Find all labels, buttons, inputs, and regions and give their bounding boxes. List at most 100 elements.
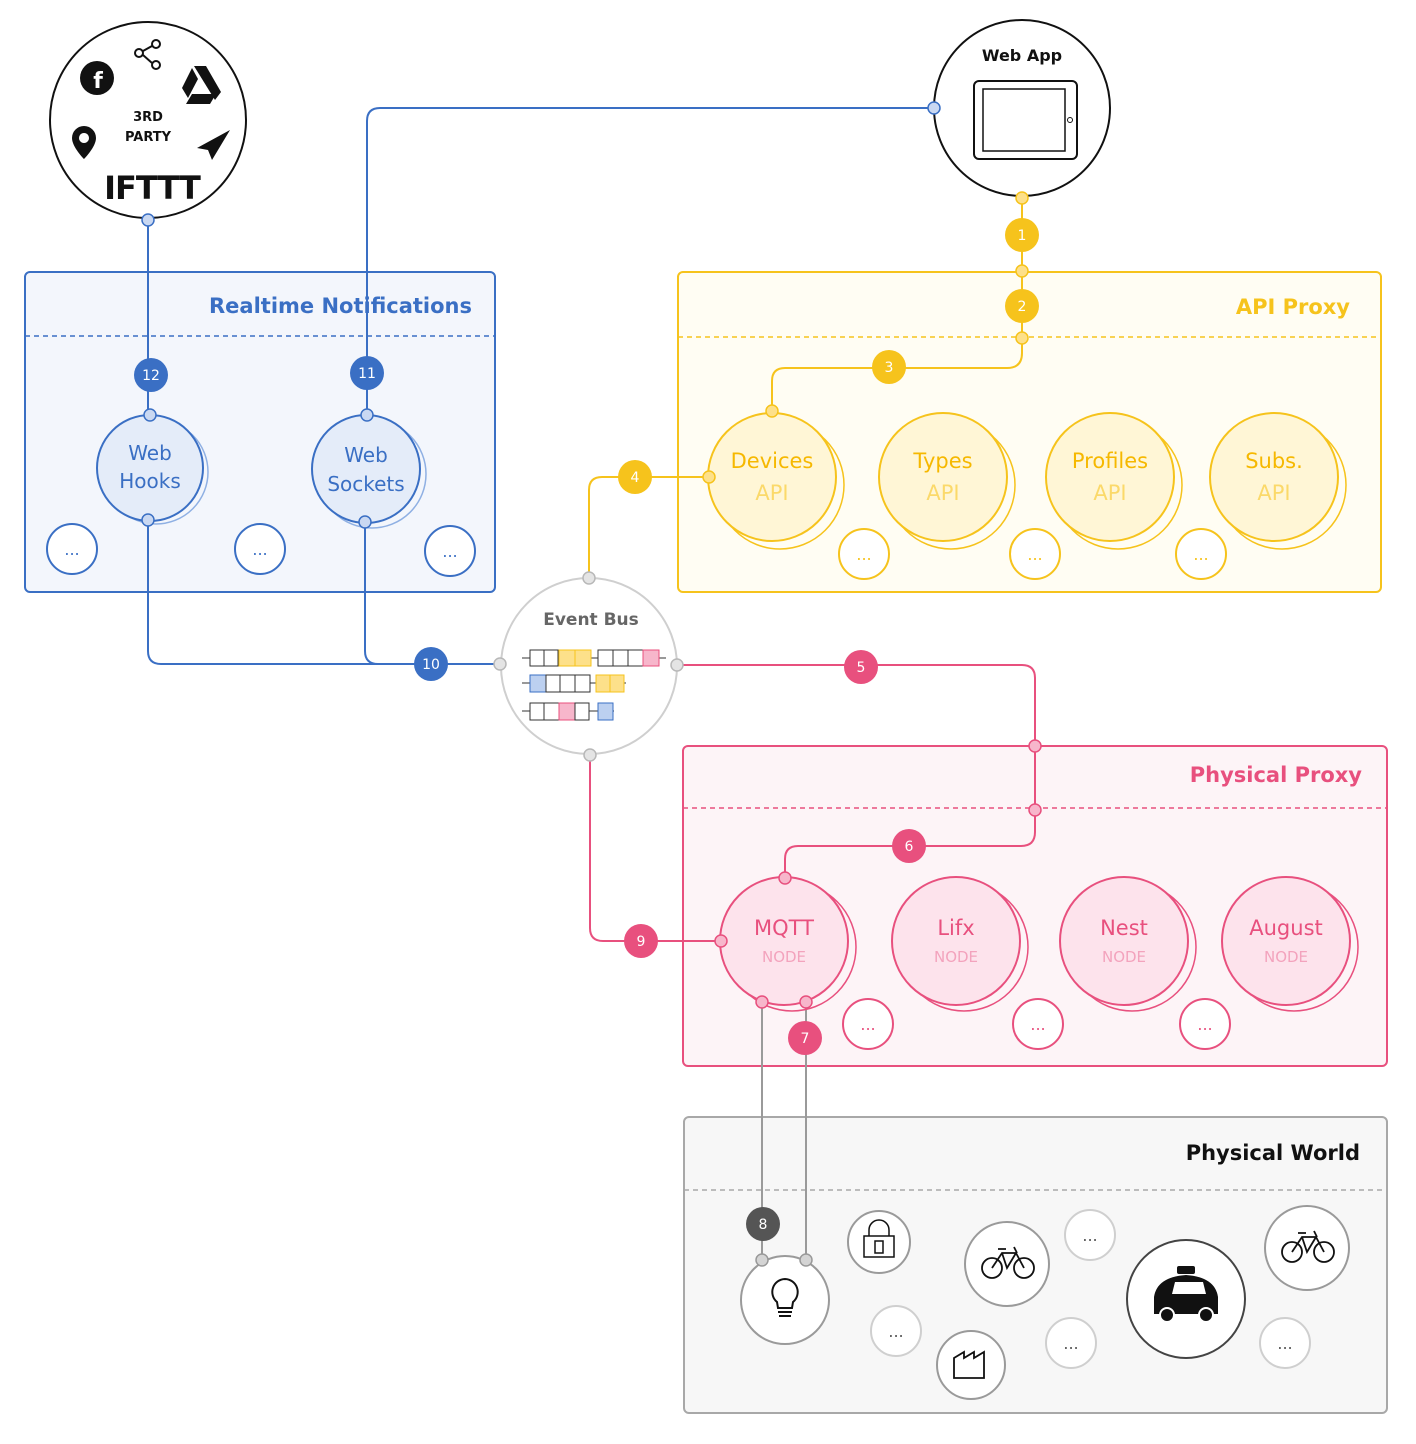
step-badge-4: 4 bbox=[618, 460, 652, 494]
august-sub: NODE bbox=[1264, 948, 1308, 966]
api-more-nodes: ... ... ... bbox=[838, 528, 1227, 580]
svg-text:6: 6 bbox=[905, 839, 914, 855]
svg-text:2: 2 bbox=[1018, 299, 1027, 315]
august-name: August bbox=[1249, 916, 1323, 940]
step-badges: 1 2 3 4 5 6 7 8 9 10 11 12 bbox=[134, 218, 1039, 1241]
physical-proxy-title: Physical Proxy bbox=[1190, 763, 1363, 787]
eventbus-mqtt-line bbox=[677, 664, 1036, 878]
ifttt-logo: IFTTT bbox=[104, 169, 201, 207]
step-badge-2: 2 bbox=[1005, 289, 1039, 323]
profiles-api-sub: API bbox=[1093, 481, 1126, 505]
realtime-more-3: ... bbox=[442, 542, 457, 561]
physical-proxy-panel: Physical Proxy bbox=[682, 745, 1388, 1067]
august-node: August NODE bbox=[1221, 876, 1359, 1012]
factory-device bbox=[936, 1330, 1006, 1400]
step-badge-6: 6 bbox=[892, 829, 926, 863]
eventbus-mqtt-return-line bbox=[589, 755, 721, 942]
event-bus-title: Event Bus bbox=[543, 610, 639, 630]
google-drive-icon bbox=[182, 66, 221, 104]
world-more-4: ... bbox=[1277, 1334, 1292, 1353]
step-badge-3: 3 bbox=[872, 350, 906, 384]
web-hooks-label-2: Hooks bbox=[119, 469, 181, 493]
mqtt-node: MQTT NODE bbox=[719, 876, 857, 1012]
web-app-title: Web App bbox=[982, 46, 1062, 65]
web-sockets-node: Web Sockets bbox=[311, 414, 427, 529]
lock-device bbox=[847, 1210, 911, 1274]
connection-dots bbox=[141, 101, 1042, 1267]
websockets-eventbus-line bbox=[364, 522, 379, 665]
world-more-nodes: ... ... ... ... bbox=[870, 1209, 1311, 1369]
world-more-1: ... bbox=[1082, 1226, 1097, 1245]
web-sockets-label-1: Web bbox=[344, 443, 388, 467]
svg-text:5: 5 bbox=[857, 660, 866, 676]
lifx-sub: NODE bbox=[934, 948, 978, 966]
event-bus-node: Event Bus bbox=[500, 577, 678, 755]
realtime-more-1: ... bbox=[64, 540, 79, 559]
step-badge-8: 8 bbox=[746, 1207, 780, 1241]
nest-node: Nest NODE bbox=[1059, 876, 1197, 1012]
proxy-more-3: ... bbox=[1197, 1015, 1212, 1034]
realtime-notifications-title: Realtime Notifications bbox=[209, 294, 472, 318]
svg-text:12: 12 bbox=[142, 368, 160, 384]
api-more-2: ... bbox=[1027, 545, 1042, 564]
svg-text:10: 10 bbox=[422, 657, 440, 673]
bicycle-icon bbox=[1281, 1230, 1335, 1263]
realtime-more-nodes: ... ... ... bbox=[46, 523, 476, 577]
types-api-name: Types bbox=[912, 449, 972, 473]
svg-text:3: 3 bbox=[885, 360, 894, 376]
send-icon bbox=[197, 130, 230, 160]
step-badge-7: 7 bbox=[788, 1021, 822, 1055]
lightbulb-icon bbox=[771, 1277, 799, 1317]
proxy-more-2: ... bbox=[1030, 1015, 1045, 1034]
types-api-node: Types API bbox=[878, 412, 1016, 550]
devices-api-node: Devices API bbox=[707, 412, 845, 550]
svg-text:9: 9 bbox=[637, 934, 646, 950]
lightbulb-device bbox=[740, 1255, 830, 1345]
third-party-node: f 3RD PARTY IFTTT bbox=[49, 21, 247, 219]
profiles-api-name: Profiles bbox=[1072, 449, 1148, 473]
bicycle-device-1 bbox=[964, 1221, 1050, 1307]
svg-text:8: 8 bbox=[759, 1217, 768, 1233]
realtime-more-2: ... bbox=[252, 540, 267, 559]
step-badge-11: 11 bbox=[350, 356, 384, 390]
third-party-label-2: PARTY bbox=[125, 130, 172, 145]
third-party-label-1: 3RD bbox=[133, 110, 163, 125]
web-hooks-node: Web Hooks bbox=[96, 414, 209, 525]
devices-api-name: Devices bbox=[731, 449, 814, 473]
webapp-websockets-line bbox=[366, 107, 934, 415]
factory-icon bbox=[953, 1350, 985, 1379]
lifx-node: Lifx NODE bbox=[891, 876, 1029, 1012]
api-more-3: ... bbox=[1193, 545, 1208, 564]
api-more-1: ... bbox=[856, 545, 871, 564]
tablet-icon bbox=[973, 80, 1078, 160]
svg-text:f: f bbox=[93, 69, 103, 94]
subs-api-node: Subs. API bbox=[1209, 412, 1347, 550]
web-app-node: Web App bbox=[933, 19, 1111, 197]
subs-api-name: Subs. bbox=[1245, 449, 1303, 473]
svg-text:7: 7 bbox=[801, 1031, 810, 1047]
web-hooks-label-1: Web bbox=[128, 441, 172, 465]
api-proxy-title: API Proxy bbox=[1236, 295, 1350, 319]
types-api-sub: API bbox=[926, 481, 959, 505]
step-badge-10: 10 bbox=[414, 647, 448, 681]
mqtt-sub: NODE bbox=[762, 948, 806, 966]
lock-icon bbox=[863, 1219, 895, 1258]
event-queue-icon bbox=[522, 649, 666, 721]
bicycle-device-2 bbox=[1264, 1205, 1350, 1291]
profiles-api-node: Profiles API bbox=[1045, 412, 1183, 550]
svg-text:1: 1 bbox=[1018, 228, 1027, 244]
location-pin-icon bbox=[72, 126, 96, 159]
world-more-3: ... bbox=[1063, 1334, 1078, 1353]
api-proxy-panel: API Proxy bbox=[677, 271, 1382, 593]
nest-name: Nest bbox=[1100, 916, 1148, 940]
step-badge-1: 1 bbox=[1005, 218, 1039, 252]
physical-world-title: Physical World bbox=[1186, 1141, 1360, 1165]
step-badge-12: 12 bbox=[134, 358, 168, 392]
car-device bbox=[1126, 1239, 1246, 1359]
devices-eventbus-line bbox=[588, 476, 709, 578]
svg-text:11: 11 bbox=[358, 366, 376, 382]
web-sockets-label-2: Sockets bbox=[327, 472, 404, 496]
share-icon bbox=[134, 39, 161, 70]
svg-text:4: 4 bbox=[631, 470, 640, 486]
